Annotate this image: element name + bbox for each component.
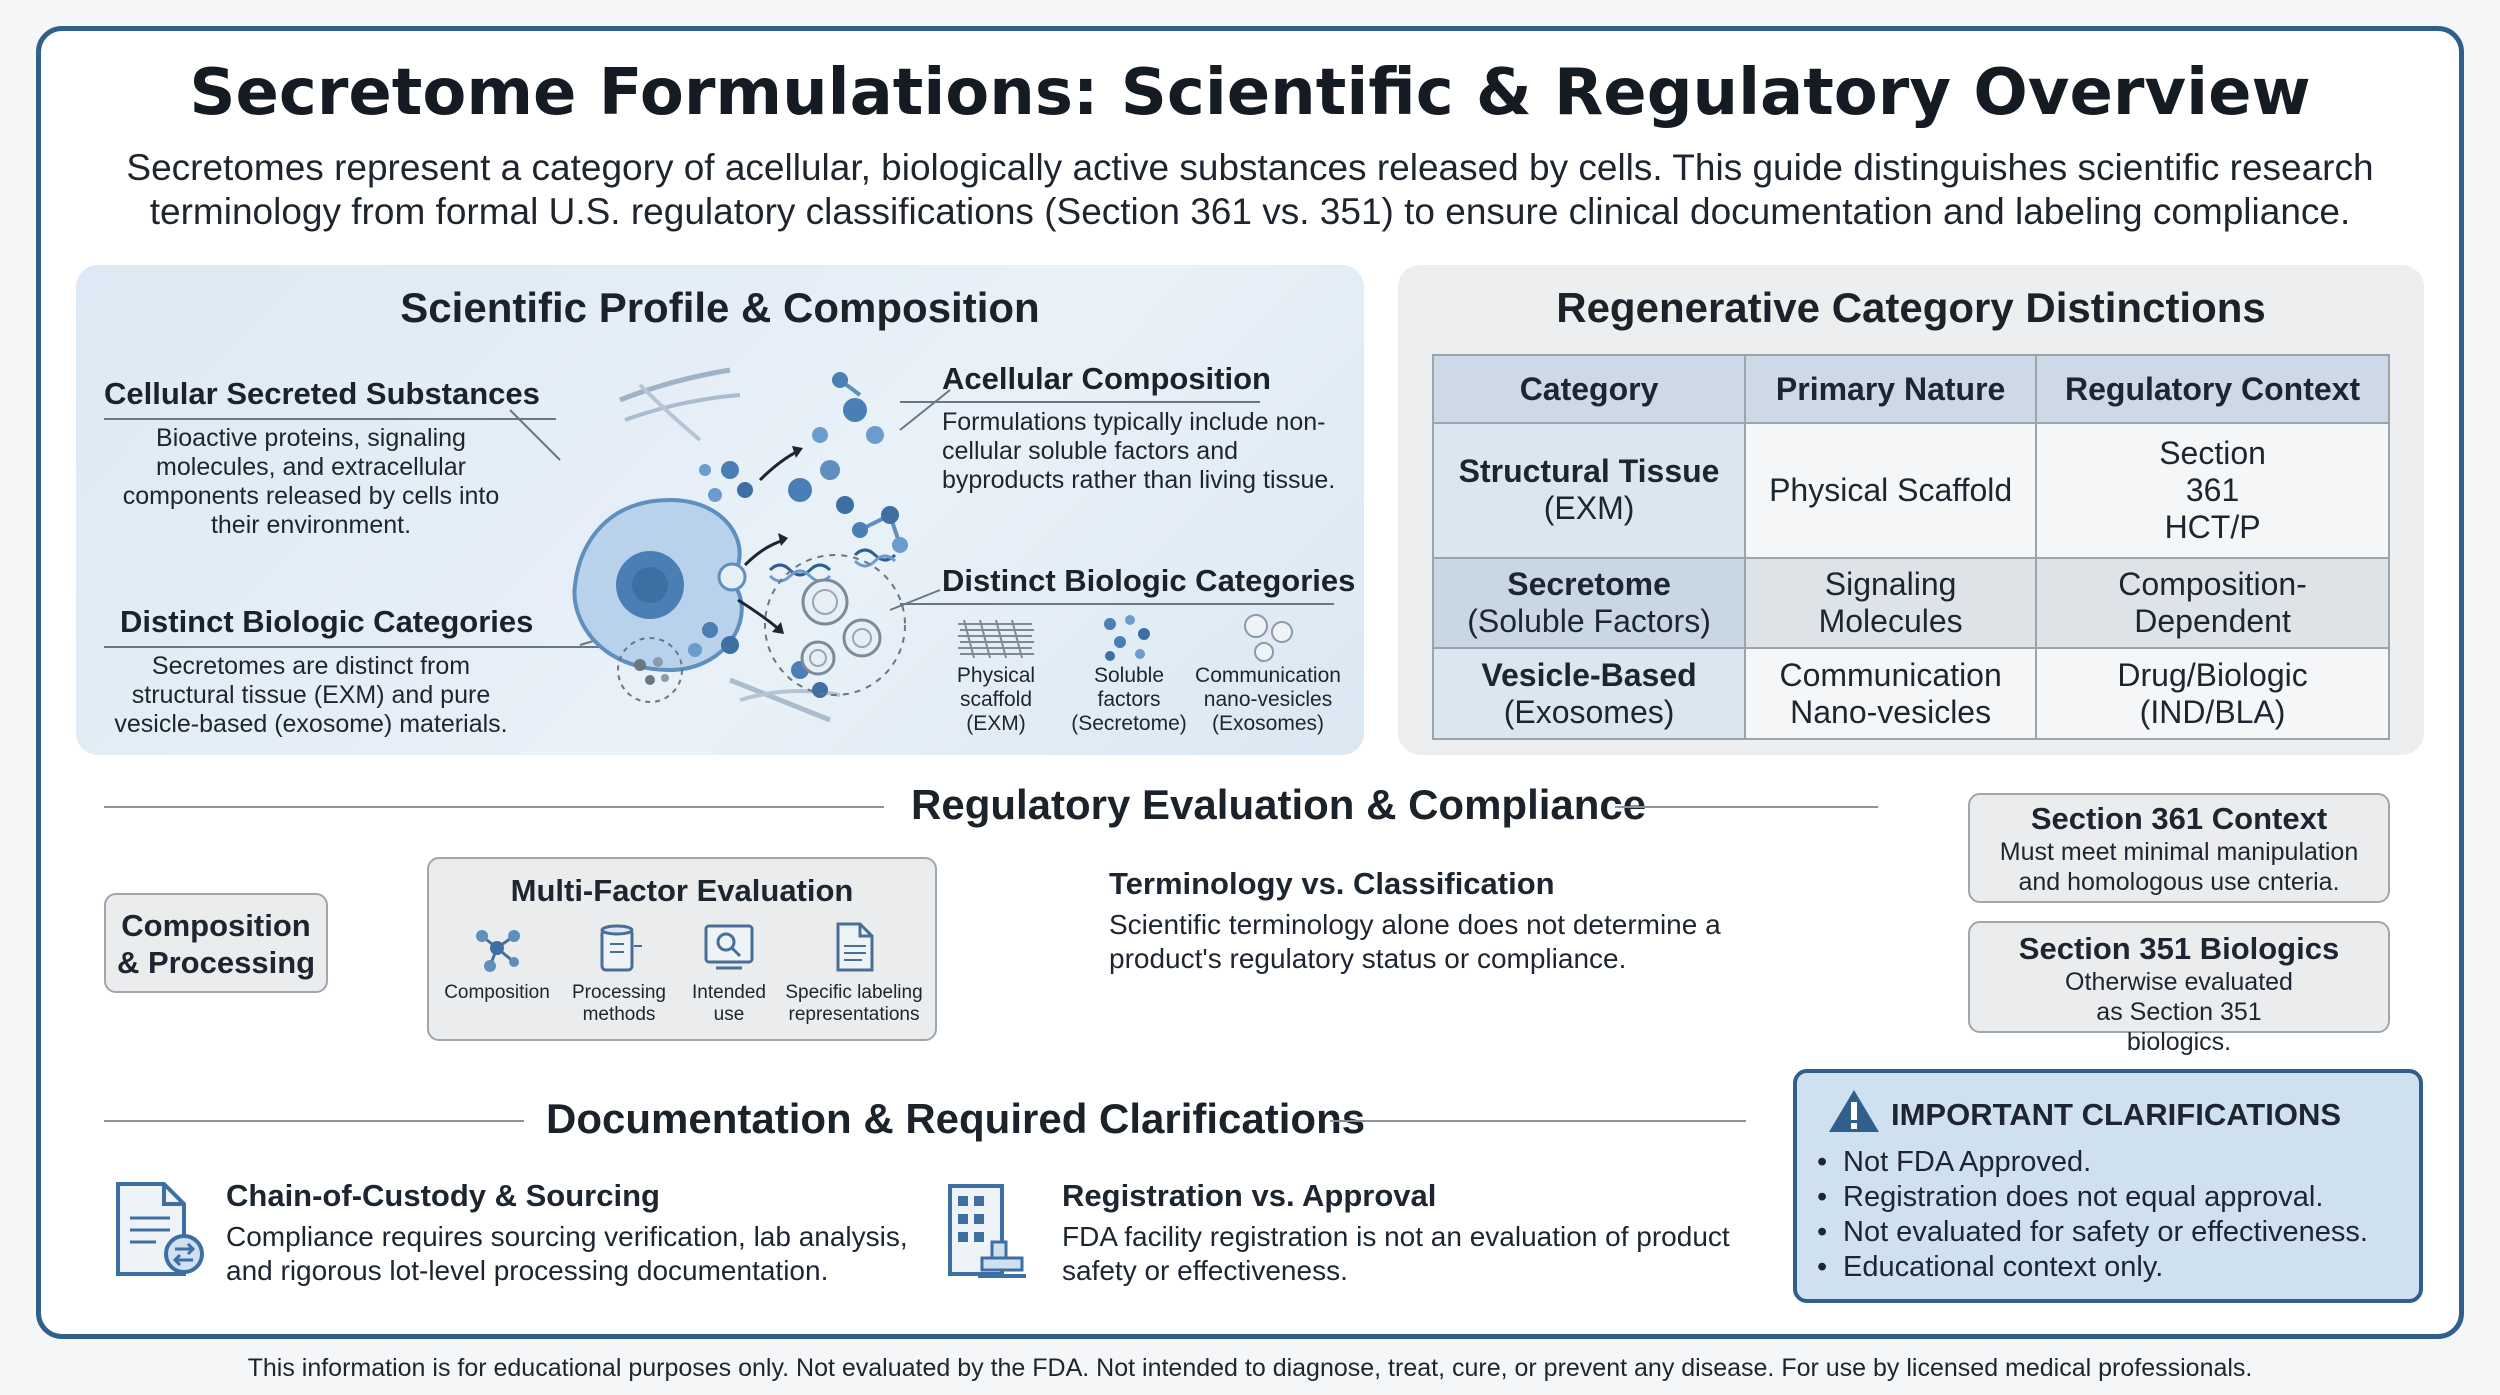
section-361-text: Must meet minimal manipulation and homol… (1999, 838, 2359, 896)
scaffold-icon (958, 619, 1034, 659)
composition-processing-box: Composition & Processing (104, 893, 328, 993)
table-cell-nature: Communication Nano-vesicles (1744, 647, 2038, 740)
documentation-section-title: Documentation & Required Clarifications (546, 1095, 1366, 1142)
soluble-factors-icon (1104, 615, 1150, 661)
lab-container-icon (600, 924, 642, 972)
acellular-heading: Acellular Composition (942, 361, 1271, 396)
table-cell-context: Section 361 HCT/P (2035, 422, 2390, 559)
distinct-left-heading: Distinct Biologic Categories (120, 604, 534, 639)
acellular-underline (900, 401, 1260, 403)
table-cell-context: Drug/Biologic (IND/BLA) (2035, 647, 2390, 740)
building-stamp-icon (948, 1184, 1026, 1278)
distinct-right-underline (900, 603, 1334, 605)
scientific-panel (76, 265, 1364, 755)
list-item: Educational context only. (1817, 1250, 2368, 1285)
factor-label-processing: Processing methods (572, 982, 666, 1025)
magnifier-screen-icon (704, 924, 754, 970)
distinct-left-underline (104, 646, 624, 648)
regenerative-panel-title: Regenerative Category Distinctions (1556, 284, 2266, 331)
page-title: Secretome Formulations: Scientific & Reg… (189, 56, 2311, 130)
regulatory-divider-right (1615, 806, 1878, 808)
table-header-row: Category Primary Nature Regulatory Conte… (1431, 354, 2390, 424)
table-cell-nature: Signaling Molecules (1744, 556, 2038, 650)
table-cell-nature: Physical Scaffold (1744, 422, 2038, 559)
multi-factor-title: Multi-Factor Evaluation (510, 873, 854, 908)
document-exchange-icon (116, 1182, 204, 1276)
registration-text: FDA facility registration is not an eval… (1062, 1221, 1730, 1286)
distinct-right-heading: Distinct Biologic Categories (942, 563, 1356, 598)
table-header-context: Regulatory Context (2035, 354, 2390, 424)
table-cell-category: Secretome(Soluble Factors) (1431, 556, 1747, 650)
clarifications-title: IMPORTANT CLARIFICATIONS (1891, 1097, 2342, 1132)
warning-icon (1829, 1090, 1879, 1132)
factor-label-intended-use: Intended use (692, 982, 766, 1025)
category-label-scaffold: Physical scaffold (EXM) (956, 664, 1036, 735)
factor-label-composition: Composition (444, 982, 550, 1003)
terminology-heading: Terminology vs. Classification (1109, 866, 1555, 901)
regulatory-section-title: Regulatory Evaluation & Compliance (911, 781, 1647, 828)
distinct-left-text: Secretomes are distinct from structural … (114, 652, 508, 738)
factor-label-labeling: Specific labeling representations (785, 982, 923, 1025)
section-351-text: Otherwise evaluated as Section 351 biolo… (2065, 968, 2293, 1056)
secretome-illustration (509, 367, 951, 723)
registration-heading: Registration vs. Approval (1062, 1178, 1437, 1213)
clarifications-box: IMPORTANT CLARIFICATIONS Not FDA Approve… (1793, 1069, 2423, 1303)
table-cell-context: Composition-Dependent (2035, 556, 2390, 650)
regulatory-divider-left (104, 806, 884, 808)
chain-text: Compliance requires sourcing verificatio… (226, 1221, 908, 1286)
documentation-divider-left (104, 1120, 524, 1122)
document-icon (836, 922, 874, 972)
table-row: Vesicle-Based(Exosomes) Communication Na… (1431, 647, 2390, 740)
table-header-category: Category (1431, 354, 1747, 424)
table-cell-category: Structural Tissue(EXM) (1431, 422, 1747, 559)
cellular-underline (104, 418, 556, 420)
list-item: Registration does not equal approval. (1817, 1180, 2368, 1215)
section-361-title: Section 361 Context (2030, 801, 2328, 836)
list-item: Not evaluated for safety or effectivenes… (1817, 1215, 2368, 1250)
section-361-box: Section 361 Context Must meet minimal ma… (1968, 793, 2390, 903)
section-351-box: Section 351 Biologics Otherwise evaluate… (1968, 921, 2390, 1056)
section-351-title: Section 351 Biologics (2018, 931, 2340, 966)
chain-heading: Chain-of-Custody & Sourcing (226, 1178, 660, 1213)
footer-disclaimer: This information is for educational purp… (247, 1354, 2253, 1382)
category-label-soluble: Soluble factors (Secretome) (1071, 664, 1187, 735)
scientific-panel-title: Scientific Profile & Composition (400, 284, 1040, 331)
table-row: Secretome(Soluble Factors) Signaling Mol… (1431, 556, 2390, 650)
acellular-text: Formulations typically include non-cellu… (942, 408, 1336, 494)
terminology-text: Scientific terminology alone does not de… (1109, 909, 1721, 974)
table-cell-category: Vesicle-Based(Exosomes) (1431, 647, 1747, 740)
cellular-heading: Cellular Secreted Substances (104, 376, 540, 411)
molecule-icon (476, 930, 520, 972)
list-item: Not FDA Approved. (1817, 1145, 2368, 1180)
cellular-text: Bioactive proteins, signaling molecules,… (122, 424, 500, 539)
category-label-vesicles: Communication nano-vesicles (Exosomes) (1195, 664, 1341, 735)
table-header-nature: Primary Nature (1744, 354, 2038, 424)
documentation-divider-right (1330, 1120, 1746, 1122)
multi-factor-box: Multi-Factor Evaluation (427, 857, 937, 1041)
clarifications-list: Not FDA Approved. Registration does not … (1817, 1145, 2368, 1285)
table-row: Structural Tissue(EXM) Physical Scaffold… (1431, 422, 2390, 559)
intro-text: Secretomes represent a category of acell… (126, 147, 2374, 232)
nano-vesicles-icon (1244, 614, 1293, 662)
category-table: Category Primary Nature Regulatory Conte… (1431, 354, 2390, 740)
